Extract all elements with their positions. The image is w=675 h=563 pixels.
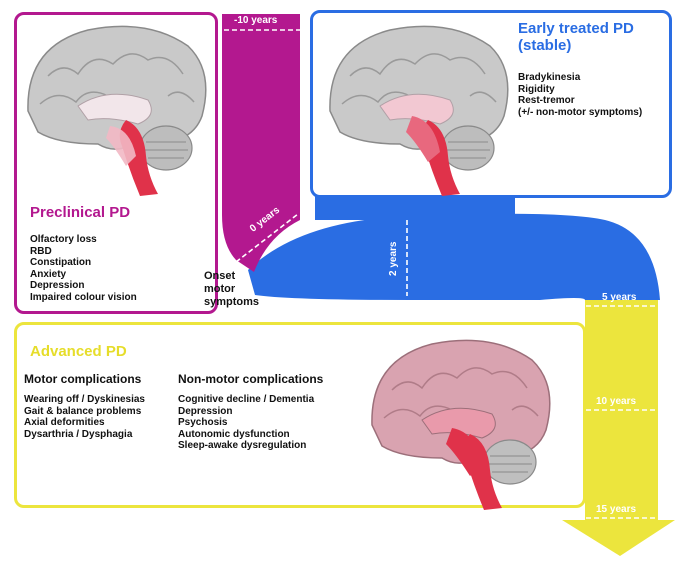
brain-early-icon [329, 25, 509, 196]
timeline-label-ten: 10 years [596, 396, 637, 407]
timeline-label-minus10: -10 years [234, 15, 278, 26]
marker-zero [235, 213, 299, 263]
early-symptom-list: Bradykinesia Rigidity Rest-tremor (+/- n… [518, 72, 642, 118]
motor-complications-heading: Motor complications [24, 372, 142, 386]
brain-advanced-icon [371, 339, 551, 510]
preclinical-band [222, 14, 300, 272]
nonmotor-complications-list: Cognitive decline / Dementia Depression … [178, 394, 314, 452]
early-title-line1: Early treated PD [518, 20, 634, 37]
preclinical-symptom-list: Olfactory loss RBD Constipation Anxiety … [30, 234, 137, 303]
motor-complications-list: Wearing off / Dyskinesias Gait & balance… [24, 394, 145, 440]
list-item: Impaired colour vision [30, 291, 137, 303]
list-item: Rigidity [518, 83, 555, 95]
early-band [248, 213, 660, 300]
list-item: Autonomic dysfunction [178, 428, 290, 440]
early-band-connector [315, 196, 515, 220]
list-item: Constipation [30, 257, 92, 268]
list-item: Rest-tremor [518, 95, 575, 106]
brain-preclinical-icon [27, 25, 207, 196]
onset-motor-symptoms-label: Onset motor symptoms [204, 270, 259, 309]
list-item: Axial deformities [24, 417, 105, 428]
list-item: Depression [30, 280, 85, 291]
onset-line3: symptoms [204, 296, 260, 308]
list-item: RBD [30, 245, 52, 257]
timeline-label-two: 2 years [388, 241, 399, 276]
list-item: Dysarthria / Dysphagia [24, 428, 133, 440]
onset-line2: motor [204, 283, 236, 295]
list-item: Depression [178, 405, 233, 417]
timeline-label-fifteen: 15 years [596, 504, 637, 515]
list-item: Anxiety [30, 268, 67, 280]
advanced-band [585, 298, 658, 520]
early-title: Early treated PD (stable) [518, 20, 634, 54]
onset-line1: Onset [204, 270, 236, 282]
list-item: Wearing off / Dyskinesias [24, 394, 145, 405]
list-item: Psychosis [178, 417, 228, 428]
list-item: Sleep-awake dysregulation [178, 440, 307, 451]
list-item: Cognitive decline / Dementia [178, 394, 315, 405]
list-item: Olfactory loss [30, 234, 97, 245]
timeline-label-five: 5 years [602, 292, 637, 303]
list-item: Gait & balance problems [24, 405, 142, 417]
nonmotor-complications-heading: Non-motor complications [178, 372, 324, 386]
advanced-title: Advanced PD [30, 343, 127, 360]
list-item: Bradykinesia [518, 72, 581, 83]
timeline-arrowhead [562, 520, 675, 556]
early-title-line2: (stable) [518, 37, 572, 54]
preclinical-title: Preclinical PD [30, 204, 131, 221]
list-item: (+/- non-motor symptoms) [518, 106, 643, 118]
